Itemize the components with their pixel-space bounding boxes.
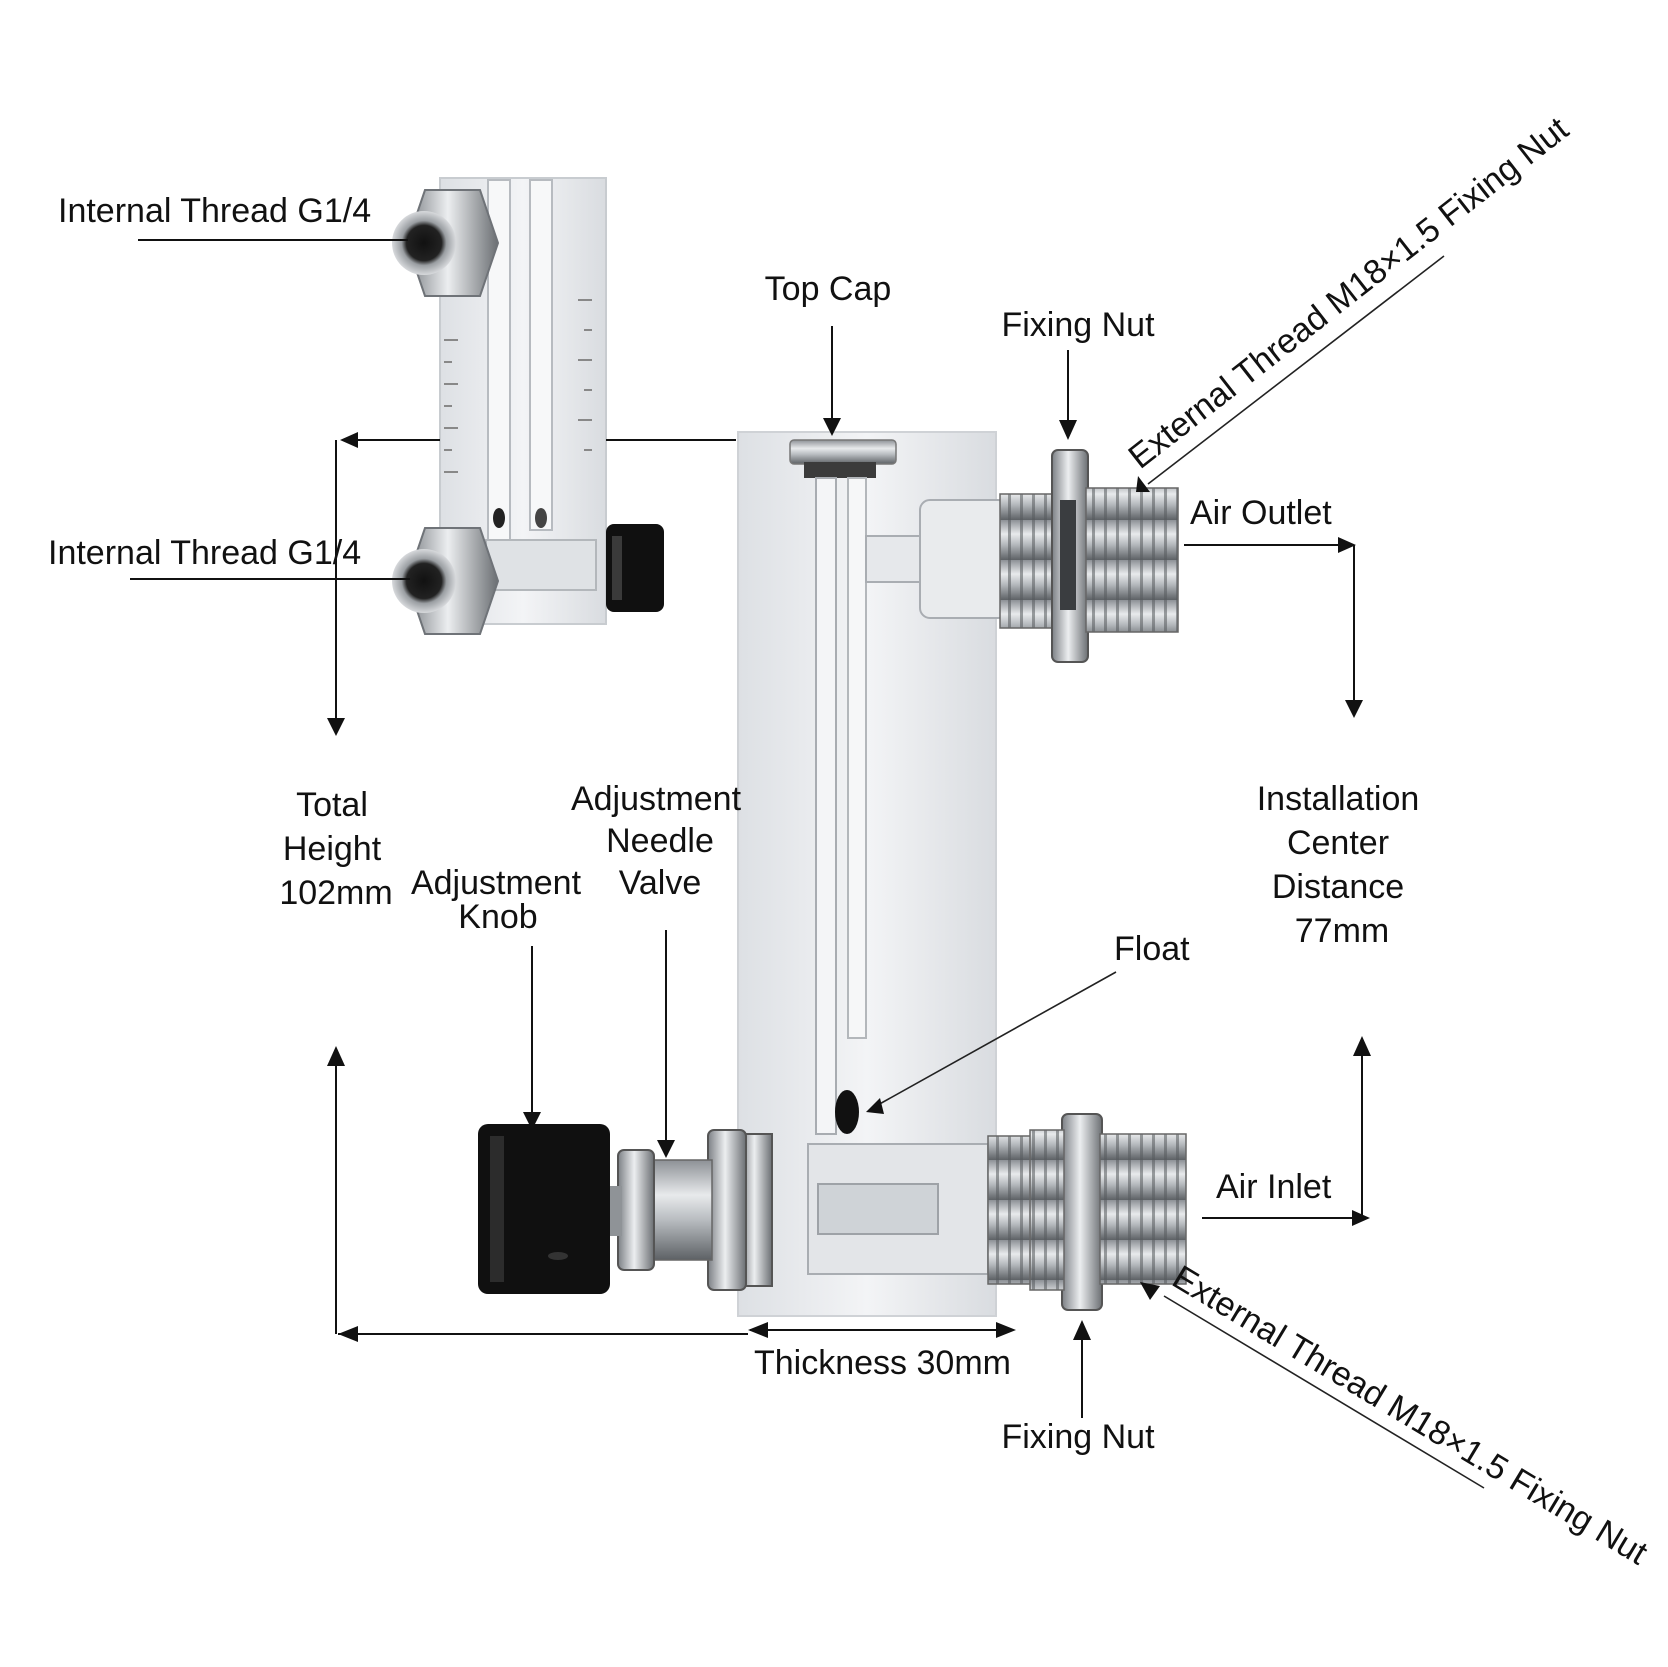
installation-distance-label-line1: Installation bbox=[1257, 780, 1420, 818]
flowmeter-front-view-icon bbox=[392, 177, 664, 635]
total-height-label-line1: Total bbox=[296, 786, 368, 824]
adjustment-knob-label-line2: Knob bbox=[458, 898, 537, 936]
internal-thread-top-label: Internal Thread G1/4 bbox=[58, 192, 371, 230]
total-height-label-line3: 102mm bbox=[279, 874, 392, 912]
external-thread-top-label: External Thread M18×1.5 Fixing Nut bbox=[1122, 110, 1576, 477]
top-cap-label: Top Cap bbox=[765, 270, 892, 308]
air-inlet-label: Air Inlet bbox=[1216, 1168, 1332, 1206]
total-height-label-line2: Height bbox=[283, 830, 382, 868]
air-outlet-label: Air Outlet bbox=[1190, 494, 1332, 532]
installation-distance-label-line4: 77mm bbox=[1295, 912, 1389, 950]
float-label: Float bbox=[1114, 930, 1190, 968]
thickness-label: Thickness 30mm bbox=[754, 1344, 1011, 1382]
needle-valve-label-line1: Adjustment bbox=[571, 780, 742, 818]
external-thread-bottom-label: External Thread M18×1.5 Fixing Nut bbox=[1166, 1258, 1654, 1572]
internal-thread-bottom-label: Internal Thread G1/4 bbox=[48, 534, 361, 572]
installation-distance-label-line3: Distance bbox=[1272, 868, 1404, 906]
fixing-nut-bottom-label: Fixing Nut bbox=[1001, 1418, 1155, 1456]
fixing-nut-top-label: Fixing Nut bbox=[1001, 306, 1155, 344]
needle-valve-label-line3: Valve bbox=[619, 864, 702, 902]
leader-lines bbox=[130, 239, 1485, 1489]
needle-valve-label-line2: Needle bbox=[606, 822, 714, 860]
adjustment-knob-label-line1: Adjustment bbox=[411, 864, 582, 902]
installation-distance-label-line2: Center bbox=[1287, 824, 1389, 862]
flowmeter-side-view-icon bbox=[478, 431, 1187, 1317]
